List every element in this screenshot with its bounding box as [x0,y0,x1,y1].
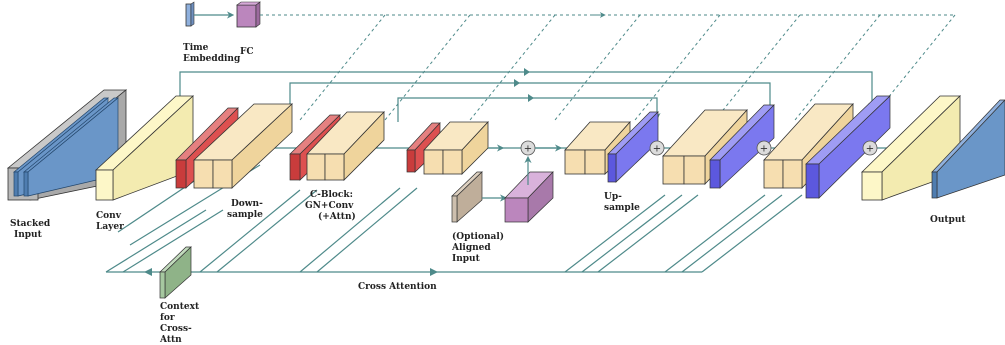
svg-text:Conv: Conv [96,211,122,221]
svg-text:sample: sample [604,203,640,213]
svg-text:+: + [524,144,532,155]
skip-arrows [514,68,534,102]
label-aligned-input: (Optional) Aligned Input [451,231,504,264]
svg-text:Context: Context [160,302,200,312]
svg-text:sample: sample [227,210,263,220]
svg-text:Down-: Down- [231,199,263,209]
svg-text:Output: Output [930,215,966,225]
svg-text:+: + [866,144,874,155]
label-time-embedding: Time Embedding [183,43,241,64]
svg-text:+: + [760,144,768,155]
svg-text:for: for [160,313,175,323]
svg-text:Up-: Up- [604,192,622,202]
svg-text:Embedding: Embedding [183,54,241,64]
svg-text:Cross-: Cross- [160,324,192,334]
upsample-block-2 [709,104,775,189]
upsample-block-3 [805,95,891,199]
c-block-3 [423,120,489,175]
c-block-2 [306,111,385,181]
aligned-input-block [451,171,483,223]
upsample-block-1 [607,111,659,183]
svg-text:(Optional): (Optional) [452,231,504,242]
svg-text:Attn: Attn [159,335,182,345]
cross-attention-arrows [144,268,438,276]
output-block [931,99,1005,199]
label-context: Context for Cross- Attn [159,302,200,345]
label-conv-layer: Conv Layer [96,211,124,232]
time-embedding-block [185,1,195,27]
svg-text:Layer: Layer [96,222,124,232]
svg-text:GN+Conv: GN+Conv [305,201,354,211]
fc-block [236,1,261,28]
label-output: Output [930,215,966,225]
svg-text:Stacked: Stacked [10,219,51,229]
svg-text:Input: Input [452,254,481,264]
label-stacked-input: Stacked Input [10,219,51,240]
svg-text:Input: Input [14,230,43,240]
plus-circle-2: + [649,140,665,156]
svg-text:Aligned: Aligned [451,243,491,253]
svg-text:Time: Time [183,43,209,53]
label-fc: FC [240,47,254,57]
plus-circle-1: + [520,140,536,156]
time-injection-lines [299,14,956,121]
label-cross-attention: Cross Attention [358,282,437,292]
stacked-input-block [6,89,128,201]
label-c-block: C-Block: GN+Conv (+Attn) [305,190,356,222]
label-up-sample: Up- sample [604,192,640,213]
context-block [159,246,192,299]
c-block-1 [192,103,294,189]
svg-text:(+Attn): (+Attn) [318,211,356,222]
plus-circle-4: + [862,140,878,156]
svg-text:C-Block:: C-Block: [310,190,353,200]
plus-circle-3: + [756,140,772,156]
svg-text:Cross Attention: Cross Attention [358,282,437,292]
svg-text:+: + [653,144,661,155]
cross-attention-lines [105,187,803,273]
svg-text:FC: FC [240,47,254,57]
aligned-fc-block [504,171,554,223]
label-down-sample: Down- sample [227,199,263,220]
